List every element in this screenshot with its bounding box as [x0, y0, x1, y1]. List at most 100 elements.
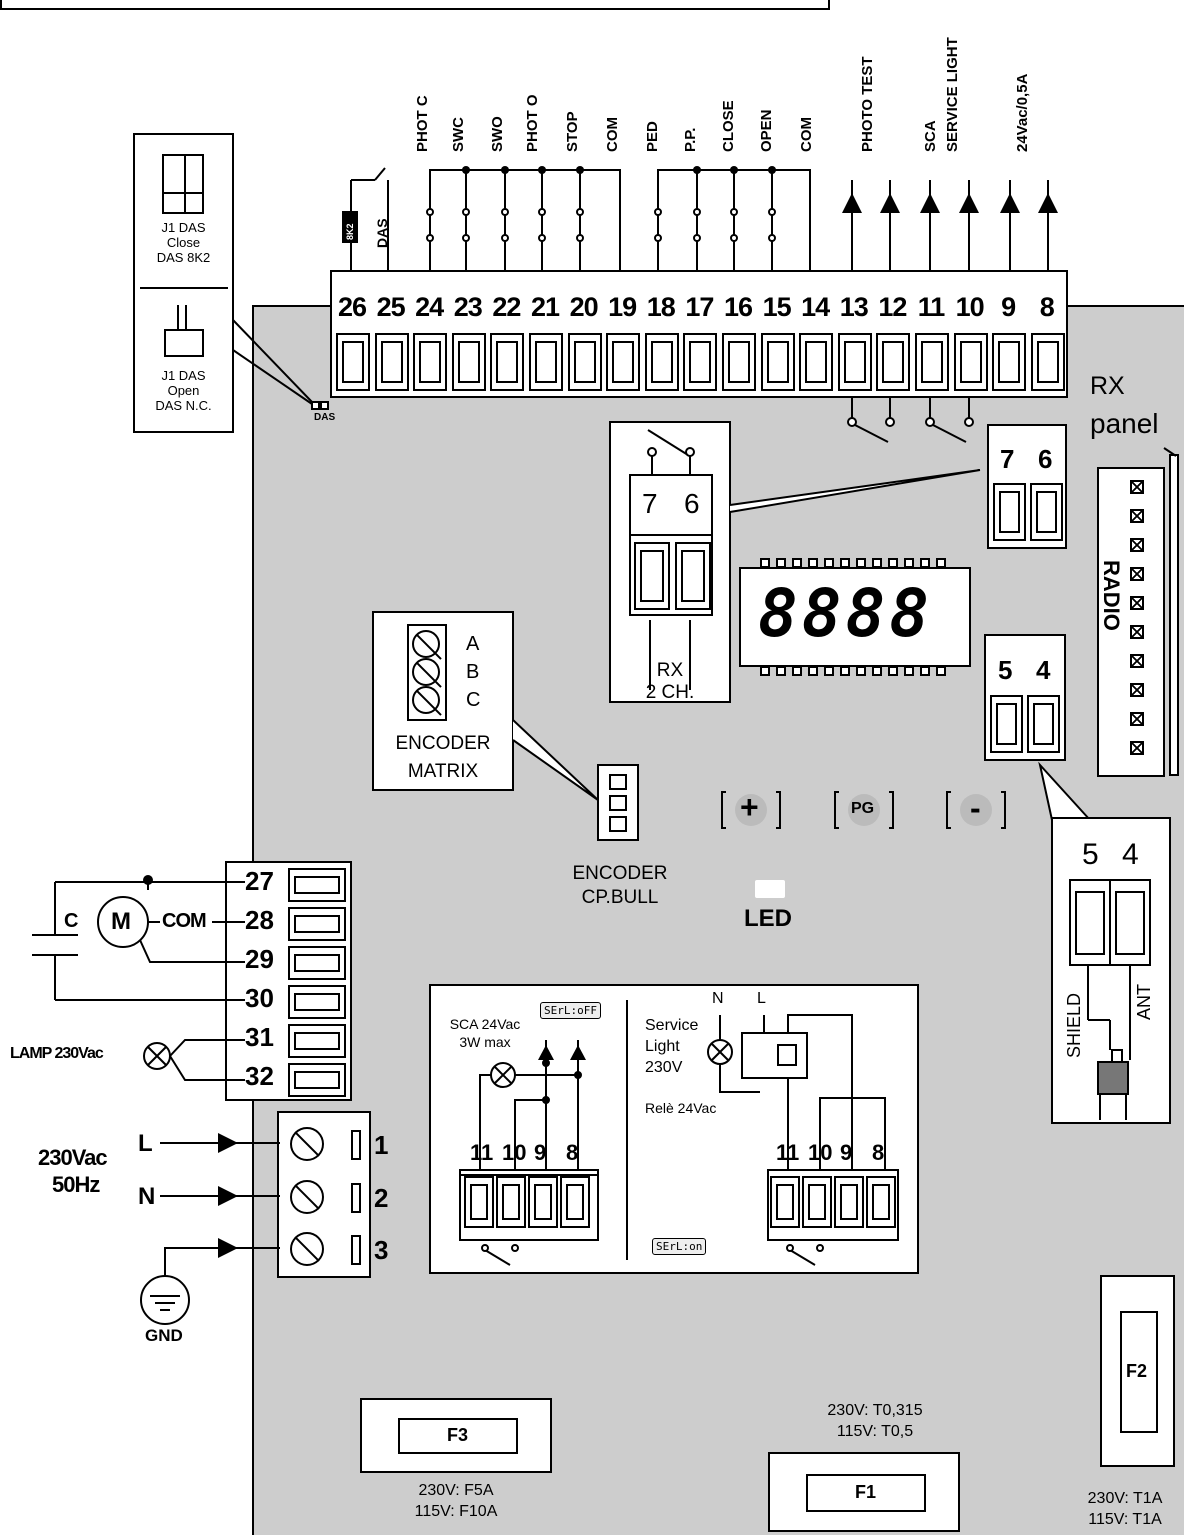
terminal-number: 19	[608, 292, 637, 322]
motor-terminal-number: 32	[245, 1061, 274, 1091]
terminal-cell	[837, 333, 872, 391]
terminal-cell	[529, 333, 563, 391]
rx-term-7-cell	[993, 483, 1026, 541]
rx-panel-label-2: panel	[1090, 408, 1159, 439]
terminal-cell	[606, 333, 641, 391]
terminal-number: 9	[1001, 292, 1016, 322]
terminal-number: 21	[530, 292, 560, 322]
display-pin	[840, 558, 850, 568]
terminal-cell	[760, 333, 795, 391]
rx-zoom-7: 7	[642, 488, 658, 519]
power-l-label: L	[138, 1130, 153, 1157]
power-screw-2	[290, 1180, 324, 1214]
rx-zoom-6: 6	[684, 488, 700, 519]
motor-terminal-cell	[288, 1024, 346, 1058]
term-5: 5	[998, 655, 1013, 685]
terminal-number: 26	[337, 292, 367, 322]
rx-term-6: 6	[1038, 444, 1053, 474]
ser-on-tag: SErL:on	[652, 1238, 707, 1255]
led-indicator	[755, 880, 785, 898]
fuse-f3: F3	[360, 1398, 552, 1473]
plus-button-label: +	[740, 789, 759, 825]
terminal-number: 18	[646, 292, 676, 322]
ser-off-tag: SErL:oFF	[540, 1002, 601, 1019]
terminal-number: 10	[955, 292, 985, 322]
rx-zoom-cell-7	[634, 542, 670, 610]
rx-term-6-cell	[1030, 483, 1063, 541]
service-terminal-number: 11	[470, 1140, 494, 1165]
top-label: OPEN	[758, 109, 775, 152]
pg-button-label: PG	[851, 800, 875, 817]
motor-terminal-number: 31	[245, 1022, 274, 1052]
service-terminal-cell	[770, 1176, 800, 1228]
terminal-number: 17	[685, 292, 714, 322]
encoder-pin-c: C	[466, 689, 481, 711]
sca-label-2: 3W max	[459, 1034, 511, 1050]
das-jumper-tag: DAS	[314, 412, 336, 423]
terminal-cell	[992, 333, 1027, 391]
display-pin	[872, 666, 882, 676]
jumper-close-line3: DAS 8K2	[156, 250, 211, 265]
ant-zoom-5: 5	[1082, 838, 1099, 871]
display-pin	[792, 666, 802, 676]
plus-button[interactable]: +	[720, 788, 782, 832]
motor-terminal-number: 29	[245, 944, 274, 974]
top-label: COM	[604, 117, 621, 152]
power-pin-3	[351, 1235, 361, 1265]
lamp-label: LAMP 230Vac	[10, 1045, 104, 1062]
radio-label-text: RADIO	[1099, 560, 1124, 631]
rx-term-7: 7	[1000, 444, 1015, 474]
minus-button[interactable]: -	[945, 788, 1007, 832]
radio-pin	[1130, 538, 1144, 552]
rx-panel-label-1: RX	[1090, 372, 1125, 400]
rx-zoom-label: RX 2 CH.	[612, 660, 728, 704]
display-pin	[920, 666, 930, 676]
display-pin	[824, 666, 834, 676]
pg-button-shape	[834, 791, 894, 829]
minus-button-label: -	[970, 790, 981, 826]
seven-segment-display: 8888	[758, 575, 933, 652]
service-light-label: Service Light 230V	[645, 1015, 698, 1078]
terminal-cell	[567, 333, 602, 391]
service-terminal-cell	[834, 1176, 864, 1228]
display-pin	[760, 558, 770, 568]
sca-label: SCA 24Vac 3W max	[440, 1015, 530, 1051]
top-label: PHOTO TEST	[859, 56, 876, 152]
power-frequency: 50Hz	[52, 1172, 100, 1197]
fuse-f1-rating-2: 115V: T0,5	[836, 1423, 914, 1440]
jumper-open-line1: J1 DAS	[161, 368, 206, 383]
pg-button[interactable]: PG	[833, 788, 895, 832]
encoder-cpbull-label-1: ENCODER	[572, 863, 668, 884]
terminal-cell	[336, 333, 370, 391]
jumper-open-line2: Open	[167, 383, 200, 398]
terminal-cell	[953, 333, 988, 391]
service-light-label-3: 230V	[645, 1059, 683, 1076]
top-label: SERVICE LIGHT	[944, 37, 961, 152]
motor-terminal-cell	[288, 946, 346, 980]
display-pin	[840, 666, 850, 676]
encoder-matrix-label: ENCODER MATRIX	[373, 730, 513, 786]
display-pin	[776, 666, 786, 676]
motor-terminal-number: 28	[245, 905, 274, 935]
power-voltage: 230Vac	[38, 1145, 108, 1170]
fuse-f1-rating-1: 230V: T0,315	[827, 1402, 923, 1419]
service-terminal-number: 8	[566, 1140, 579, 1165]
service-light-label-2: Light	[645, 1038, 680, 1055]
top-label: STOP	[564, 111, 581, 152]
encoder-screw-c	[412, 686, 440, 714]
fuse-f2-rating: 230V: T1A 115V: T1A	[1070, 1488, 1180, 1530]
power-screw-1	[290, 1127, 324, 1161]
rx-zoom-label-1: RX	[656, 660, 684, 681]
display-pin	[888, 558, 898, 568]
encoder-cpbull-label: ENCODER CP.BULL	[555, 862, 685, 910]
fuse-f2-rating-1: 230V: T1A	[1087, 1490, 1163, 1507]
power-term-3: 3	[374, 1235, 389, 1265]
fuse-f3-rating: 230V: F5A 115V: F10A	[360, 1480, 552, 1522]
terminal-number: 13	[839, 292, 869, 322]
jumper-open-text: J1 DAS Open DAS N.C.	[133, 368, 234, 413]
terminal-cell	[490, 333, 525, 391]
service-terminal-number: 9	[840, 1140, 853, 1165]
terminal-cell	[876, 333, 911, 391]
display-pin	[792, 558, 802, 568]
terminal-number: 24	[415, 292, 444, 322]
